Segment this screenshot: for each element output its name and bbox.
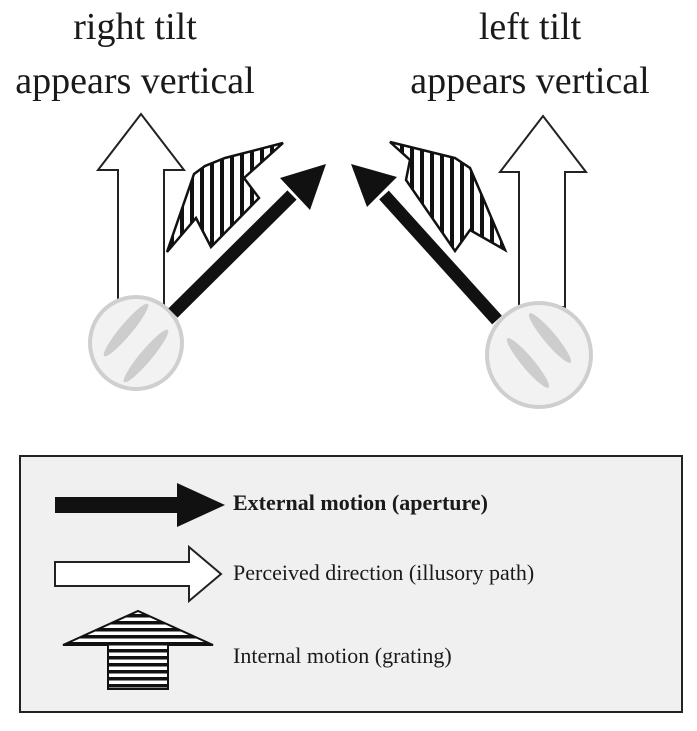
left-heading: right tilt appears vertical bbox=[0, 0, 270, 108]
legend-label-perceived: Perceived direction (illusory path) bbox=[233, 560, 535, 585]
legend-row-internal: Internal motion (grating) bbox=[21, 607, 681, 690]
black-arrow-icon bbox=[55, 483, 225, 527]
left-external-motion-arrow bbox=[168, 164, 326, 318]
motion-illusion-diagram bbox=[88, 112, 593, 409]
left-heading-line2: appears vertical bbox=[15, 60, 255, 102]
right-perceived-direction-arrow bbox=[497, 114, 589, 308]
right-heading-line1: left tilt bbox=[478, 6, 582, 48]
legend-label-external: External motion (aperture) bbox=[233, 490, 488, 515]
left-heading-line1: right tilt bbox=[73, 6, 197, 48]
striped-arrow-icon bbox=[62, 609, 214, 690]
right-heading: left tilt appears vertical bbox=[385, 0, 675, 108]
right-heading-line2: appears vertical bbox=[410, 60, 650, 102]
legend: External motion (aperture) Perceived dir… bbox=[19, 455, 683, 713]
left-internal-motion-arrow bbox=[165, 141, 284, 253]
right-aperture bbox=[485, 301, 593, 409]
right-external-motion-arrow bbox=[351, 164, 502, 325]
legend-label-internal: Internal motion (grating) bbox=[233, 643, 452, 668]
left-aperture bbox=[88, 295, 184, 391]
legend-row-external: External motion (aperture) bbox=[21, 477, 681, 547]
right-internal-motion-arrow bbox=[389, 140, 508, 254]
legend-row-perceived: Perceived direction (illusory path) bbox=[21, 545, 681, 615]
left-perceived-direction-arrow bbox=[95, 112, 187, 308]
white-arrow-icon bbox=[54, 545, 223, 603]
